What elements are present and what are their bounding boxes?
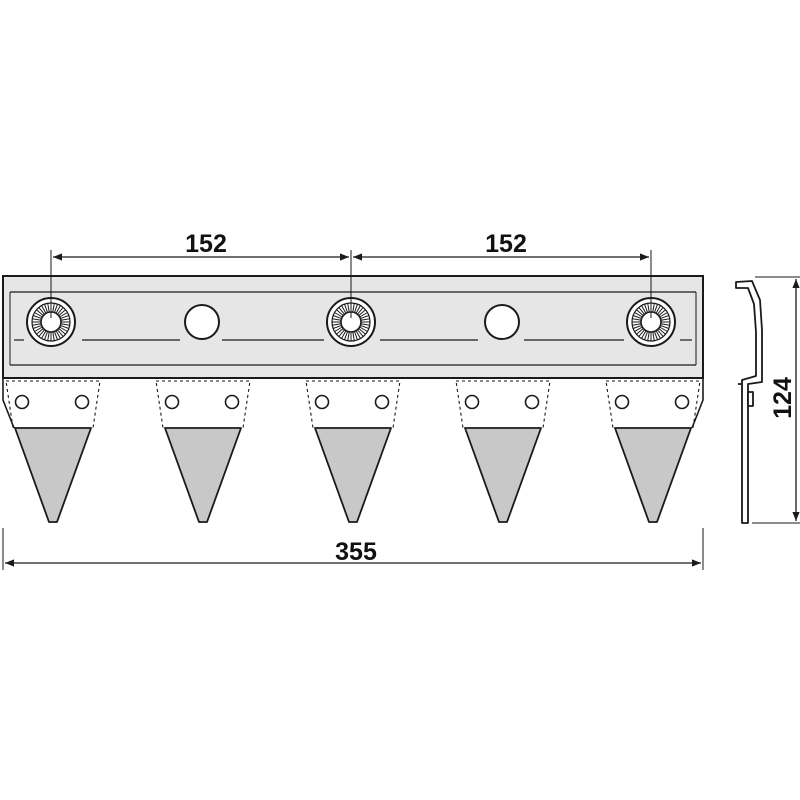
front-view <box>2 275 704 523</box>
rivet-1 <box>26 297 76 347</box>
blade-sections <box>5 380 701 523</box>
blade-section-4 <box>455 380 551 523</box>
dim-label-spacing-right: 152 <box>485 230 527 258</box>
blade-section-2 <box>155 380 251 523</box>
bar-hole-1 <box>184 304 220 340</box>
dim-label-spacing-left: 152 <box>185 230 227 258</box>
side-view <box>735 280 763 524</box>
blade-section-3 <box>305 380 401 523</box>
rivet-3 <box>626 297 676 347</box>
bar-left-taper <box>2 378 15 429</box>
blade-section-1 <box>5 380 101 523</box>
side-profile <box>735 280 763 524</box>
bar-hole-2 <box>484 304 520 340</box>
bar-right-taper <box>691 378 704 429</box>
dimensions: 152 152 355 124 <box>2 230 800 570</box>
side-rivet-head <box>747 391 754 407</box>
dim-label-height: 124 <box>769 377 797 419</box>
blade-section-5 <box>605 380 701 523</box>
dim-label-total-length: 355 <box>335 538 377 566</box>
